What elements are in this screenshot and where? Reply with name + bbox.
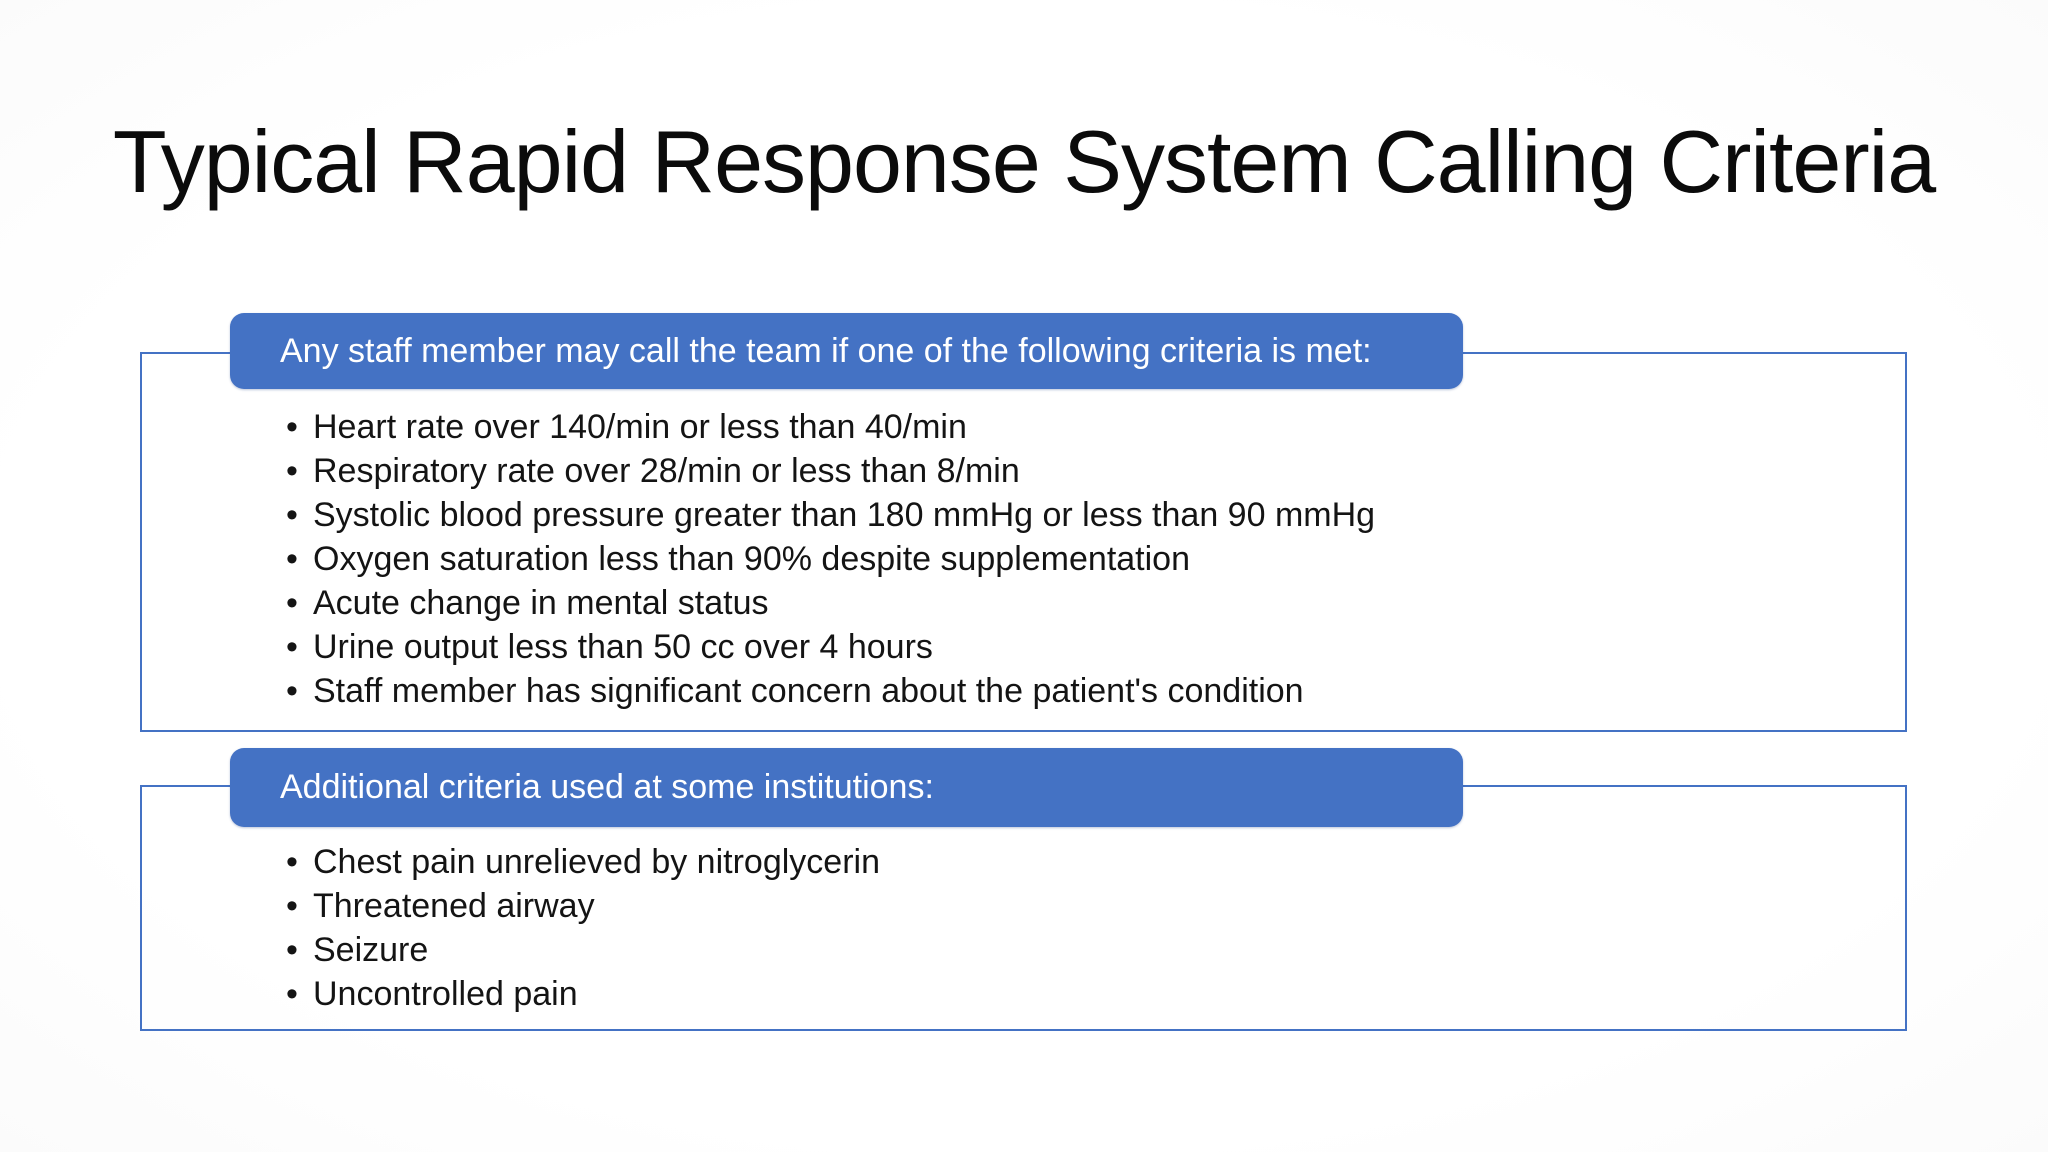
list-item: Chest pain unrelieved by nitroglycerin [286, 840, 880, 884]
slide-title: Typical Rapid Response System Calling Cr… [112, 112, 1936, 211]
list-item: Seizure [286, 928, 880, 972]
list-item: Threatened airway [286, 884, 880, 928]
additional-criteria-list: Chest pain unrelieved by nitroglycerin T… [286, 840, 880, 1016]
additional-criteria-header-bar: Additional criteria used at some institu… [230, 748, 1463, 827]
primary-criteria-header-text: Any staff member may call the team if on… [280, 331, 1372, 370]
list-item: Oxygen saturation less than 90% despite … [286, 537, 1375, 581]
list-item: Systolic blood pressure greater than 180… [286, 493, 1375, 537]
primary-criteria-list: Heart rate over 140/min or less than 40/… [286, 405, 1375, 713]
list-item: Staff member has significant concern abo… [286, 669, 1375, 713]
list-item: Respiratory rate over 28/min or less tha… [286, 449, 1375, 493]
list-item: Urine output less than 50 cc over 4 hour… [286, 625, 1375, 669]
list-item: Acute change in mental status [286, 581, 1375, 625]
list-item: Uncontrolled pain [286, 972, 880, 1016]
primary-criteria-header-bar: Any staff member may call the team if on… [230, 313, 1463, 389]
list-item: Heart rate over 140/min or less than 40/… [286, 405, 1375, 449]
additional-criteria-header-text: Additional criteria used at some institu… [280, 768, 934, 807]
